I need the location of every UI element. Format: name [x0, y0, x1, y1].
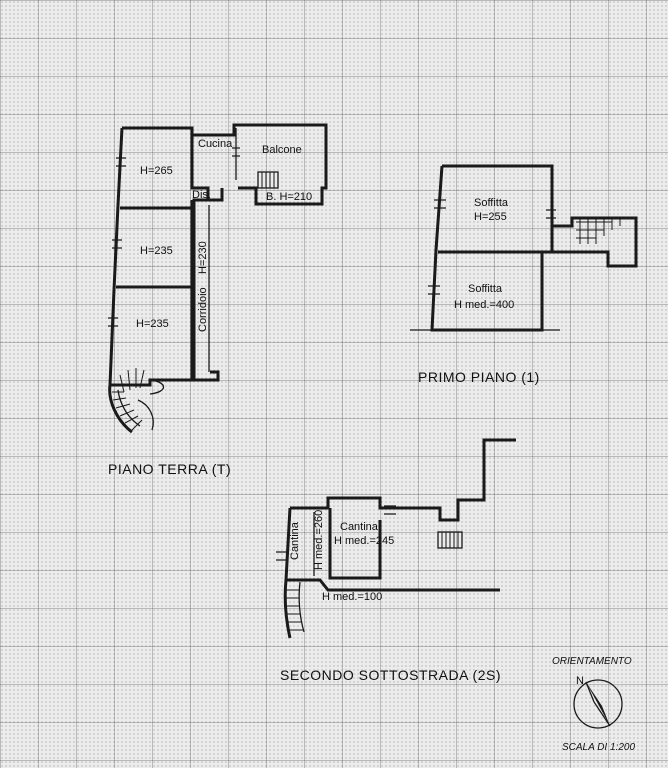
cellar1-height-label: H med.=260	[313, 510, 325, 570]
second-basement-title: SECONDO SOTTOSTRADA (2S)	[280, 667, 501, 683]
north-label: N	[576, 675, 584, 687]
first-floor-title: PRIMO PIANO (1)	[418, 369, 540, 385]
ground-floor-title: PIANO TERRA (T)	[108, 461, 231, 477]
compass-icon: N	[573, 675, 623, 729]
basement-side-stair	[437, 531, 463, 549]
passage-height-label: H med.=100	[322, 591, 382, 603]
orientation-block: ORIENTAMENTO N SCALA DI 1:200	[552, 656, 635, 753]
basement-stair	[283, 579, 305, 639]
room1-height-label: H=265	[140, 165, 173, 177]
kitchen-stair	[257, 171, 279, 189]
corridor-label: Corridoio	[197, 287, 209, 332]
attic2-name-label: Soffitta	[468, 283, 503, 295]
ground-floor-outer-wall	[122, 126, 220, 382]
scale-label: SCALA DI 1:200	[562, 742, 635, 753]
first-floor-stair	[552, 216, 638, 268]
cellar2-name-label: Cantina	[340, 521, 379, 533]
kitchen-label: Cucina	[198, 138, 233, 150]
basement-outer-wall	[290, 438, 516, 522]
dis-label: Dis.	[192, 189, 211, 201]
attic1-name-label: Soffitta	[474, 197, 509, 209]
basement-lower-wall	[284, 507, 500, 592]
cellar1-name-label: Cantina	[289, 521, 301, 560]
first-floor-outer-wall	[430, 164, 554, 332]
corridor-height-label: H=230	[197, 241, 209, 274]
cellar-divider	[328, 508, 382, 580]
room2-height-label: H=235	[140, 245, 173, 257]
kitchen-block-wall	[190, 123, 328, 206]
balcony-label: Balcone	[262, 144, 302, 156]
cellar2-height-label: H med.=245	[334, 535, 394, 547]
first-floor-window-marks	[428, 199, 556, 295]
orientation-label: ORIENTAMENTO	[552, 656, 632, 667]
dis-wall	[206, 188, 224, 202]
attic2-height-label: H med.=400	[454, 299, 514, 311]
first-floor-plan: Soffitta H=255 Soffitta H med.=400 PRIMO…	[410, 164, 638, 385]
second-basement-plan: Cantina H med.=260 Cantina H med.=245 H …	[276, 438, 516, 683]
bath-label: B. H=210	[266, 191, 312, 203]
window-marks	[108, 147, 240, 327]
room3-height-label: H=235	[136, 318, 169, 330]
ground-floor-plan: Cucina Balcone H=265 Dis. B. H=210 H=235…	[108, 123, 328, 477]
attic1-height-label: H=255	[474, 211, 507, 223]
staircase-icon	[108, 368, 154, 434]
entrance-curve	[149, 379, 165, 395]
basement-window-marks	[276, 505, 396, 561]
